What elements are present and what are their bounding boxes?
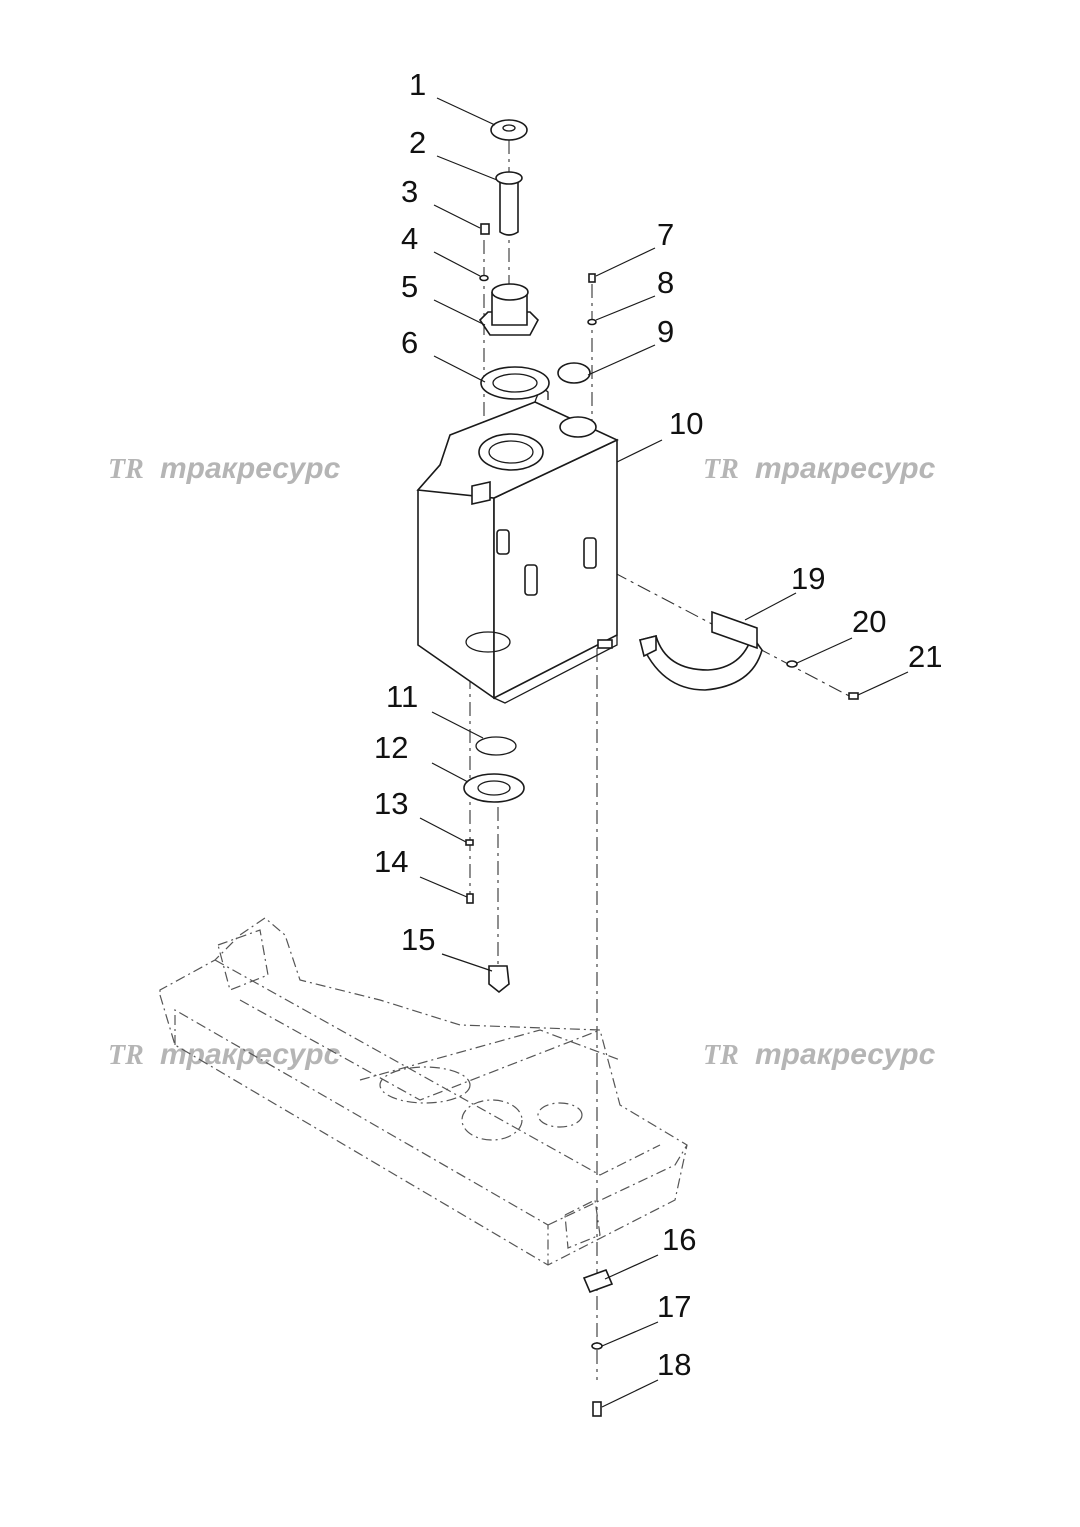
- strap-assembly: [638, 610, 859, 700]
- callout-1: 1: [409, 67, 426, 102]
- watermark-bottom-left: TR тракресурс: [108, 1038, 341, 1071]
- watermark-top-right: TR тракресурс: [703, 452, 936, 485]
- watermark-bottom-right: TR тракресурс: [703, 1038, 936, 1071]
- watermark-logo: TR: [108, 1040, 144, 1071]
- callout-15: 15: [401, 922, 435, 957]
- part-4-washer: [479, 274, 489, 282]
- part-20-washer: [786, 660, 798, 668]
- part-7-bolt: [588, 273, 596, 283]
- filler-assembly: [478, 119, 597, 400]
- part-8-washer: [587, 318, 597, 326]
- callout-20: 20: [852, 604, 886, 639]
- part-6-gasket: [480, 366, 550, 400]
- callout-2: 2: [409, 125, 426, 160]
- callout-13: 13: [374, 786, 408, 821]
- part-19-strap: [638, 634, 763, 691]
- leader-lines: [419, 97, 909, 1408]
- callout-12: 12: [374, 730, 408, 765]
- callout-5: 5: [401, 269, 418, 304]
- part-18-bolt: [592, 1401, 602, 1417]
- callout-11: 11: [386, 679, 418, 714]
- callout-18: 18: [657, 1347, 691, 1382]
- part-9-cover: [557, 362, 591, 384]
- frame-outline: [159, 917, 688, 1266]
- part-1-cap: [490, 119, 528, 141]
- part-17-washer: [591, 1342, 603, 1350]
- part-11-o-ring: [475, 736, 517, 756]
- callout-6: 6: [401, 325, 418, 360]
- callout-8: 8: [657, 265, 674, 300]
- callout-10: 10: [669, 406, 703, 441]
- callout-4: 4: [401, 221, 418, 256]
- watermark-logo: TR: [108, 454, 144, 485]
- callout-16: 16: [662, 1222, 696, 1257]
- part-13-washer: [465, 839, 474, 846]
- part-16-plate: [582, 1268, 614, 1294]
- bottom-assembly: [463, 736, 614, 1417]
- callout-7: 7: [657, 217, 674, 252]
- callout-3: 3: [401, 174, 418, 209]
- watermark-text: тракресурс: [755, 452, 936, 485]
- part-3-bolt: [480, 223, 490, 235]
- watermark-text: тракресурс: [160, 1038, 341, 1071]
- watermark-text: тракресурс: [160, 452, 341, 485]
- callout-labels: 1 2 3 4 5 6 7 8 9 10 11 12 13 14 15 16 1…: [374, 67, 942, 1382]
- fuel-tank: [416, 389, 619, 704]
- watermark-logo: TR: [703, 454, 739, 485]
- part-14-bolt: [466, 893, 474, 904]
- watermark-logo: TR: [703, 1040, 739, 1071]
- watermark-text: тракресурс: [755, 1038, 936, 1071]
- watermark-top-left: TR тракресурс: [108, 452, 341, 485]
- callout-14: 14: [374, 844, 408, 879]
- callout-19: 19: [791, 561, 825, 596]
- part-2-strainer: [499, 178, 519, 236]
- callout-21: 21: [908, 639, 942, 674]
- part-21-bolt: [848, 692, 859, 700]
- callout-9: 9: [657, 314, 674, 349]
- part-15-drain-valve: [488, 965, 510, 994]
- part-12-flange: [463, 773, 525, 803]
- callout-17: 17: [657, 1289, 691, 1324]
